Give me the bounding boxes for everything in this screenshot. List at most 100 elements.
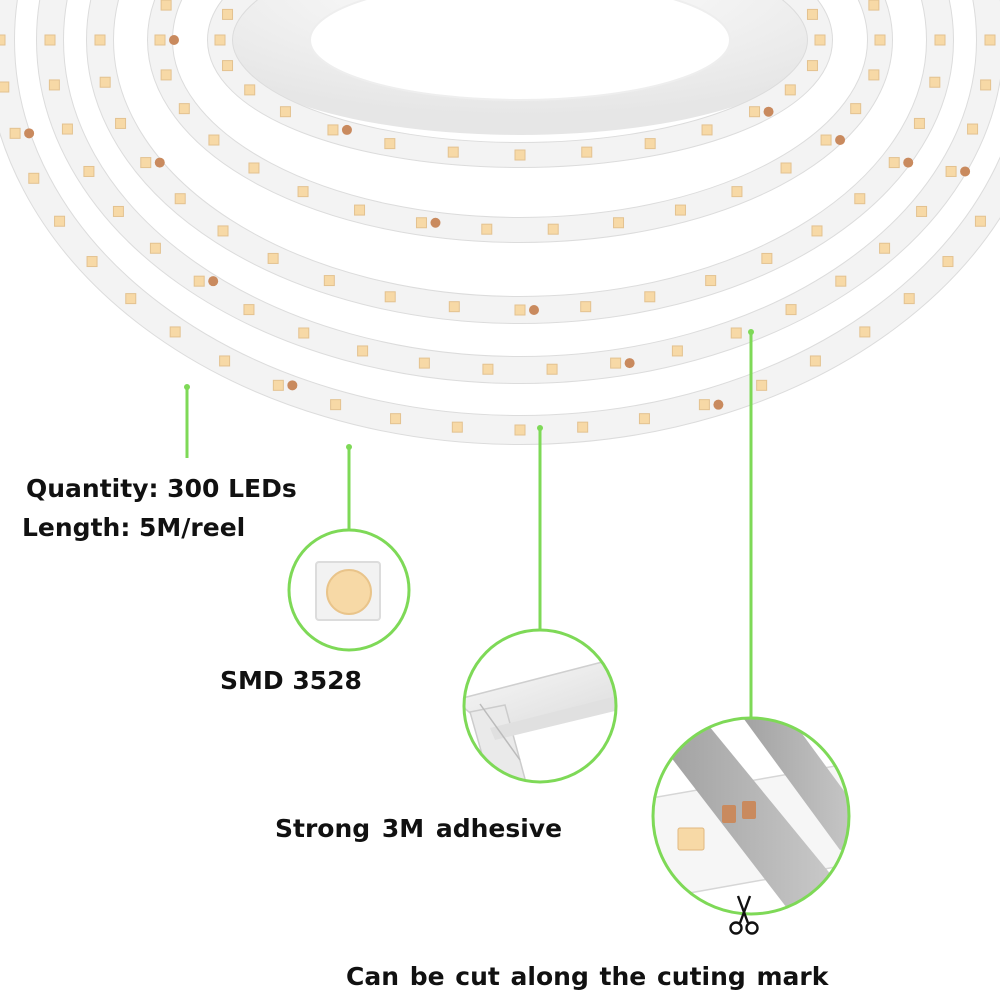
strip-solder-pad [763,106,774,117]
strip-led [390,413,402,425]
strip-solder-pad [713,399,724,410]
strip-led [61,123,73,135]
strip-led [193,275,205,287]
strip-led [820,134,832,146]
strip-led [577,421,589,433]
strip-led [934,34,946,46]
strip-solder-pad [169,35,179,45]
strip-led [945,165,957,177]
strip-led [984,34,996,46]
strip-led [222,60,234,72]
scissors-icon [729,895,759,935]
strip-led [809,355,821,367]
strip-led [644,138,656,150]
strip-led [0,81,10,93]
strip-led [217,225,229,237]
strip-solder-pad [624,358,635,369]
strip-led [125,293,137,305]
adhesive-magnifier [462,628,618,784]
strip-led [160,69,172,81]
strip-led [384,138,396,150]
strip-led [806,8,818,20]
strip-led [806,60,818,72]
strip-led [54,215,66,227]
strip-led [48,79,60,91]
strip-led [868,69,880,81]
strip-led [784,84,796,96]
strip-led [415,217,427,229]
strip-led [913,117,925,129]
strip-solder-pad [835,135,846,146]
strip-led [749,106,761,118]
strip-led [879,242,891,254]
strip-led [208,134,220,146]
strip-led [447,146,459,158]
strip-led [761,252,773,264]
led-chip-icon [326,569,372,615]
strip-led [243,304,255,316]
strip-led [613,217,625,229]
strip-led [323,275,335,287]
strip-led [854,193,866,205]
strip-led [514,424,526,436]
strip-led [418,357,430,369]
strip-led [482,363,494,375]
strip-solder-pad [24,128,35,139]
strip-led [942,256,954,268]
strip-led [99,76,111,88]
strip-solder-pad [529,305,539,315]
strip-led [214,34,226,46]
strip-led [0,34,6,46]
adhesive-label: Strong 3M adhesive [275,814,563,843]
strip-led [354,204,366,216]
strip-led [547,223,559,235]
strip-solder-pad [430,217,441,228]
strip-led [28,172,40,184]
strip-solder-pad [287,380,298,391]
strip-led [916,205,928,217]
strip-led [297,186,309,198]
strip-led [330,399,342,411]
strip-led [868,0,880,11]
strip-led [580,301,592,313]
strip-led [674,204,686,216]
strip-led [178,103,190,115]
quantity-label: Quantity: 300 LEDs [26,474,297,503]
strip-led [835,275,847,287]
strip-led [974,215,986,227]
strip-led [698,399,710,411]
strip-led [451,421,463,433]
strip-led [357,345,369,357]
strip-led [279,106,291,118]
strip-led [327,124,339,136]
strip-led [638,413,650,425]
strip-led [514,304,526,316]
strip-solder-pad [903,157,914,168]
strip-led [903,293,915,305]
reel [220,0,820,135]
strip-led [154,34,166,46]
callout-lines [184,329,754,718]
strip-led [644,291,656,303]
strip-led [244,84,256,96]
strip-led [94,34,106,46]
strip-solder-pad [960,166,971,177]
strip-led [730,327,742,339]
strip-led [112,205,124,217]
strip-led [850,103,862,115]
strip-led [980,79,992,91]
strip-solder-pad [154,157,165,168]
strip-led [811,225,823,237]
strip-led [140,157,152,169]
strip-led [115,117,127,129]
strip-led [169,326,181,338]
strip-led [219,355,231,367]
strip-led [859,326,871,338]
length-label: Length: 5M/reel [22,513,246,542]
strip-solder-pad [341,124,352,135]
strip-solder-pad [208,276,219,287]
strip-led [83,165,95,177]
strip-led [610,357,622,369]
strip-led [814,34,826,46]
